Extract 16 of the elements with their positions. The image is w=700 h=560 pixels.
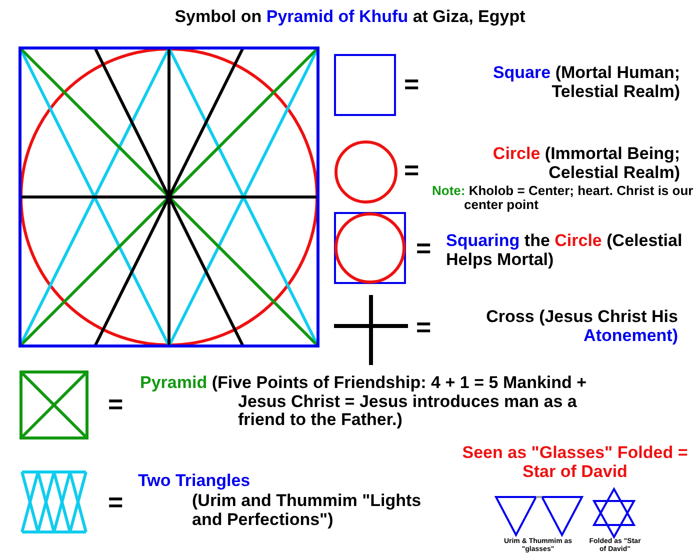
symbol-meaning: Squaring the Circle (Celestial Helps Mortal) [446,232,684,270]
symbol-meaning: (Urim and Thummim "Lights and Perfections") [192,492,422,530]
symbol-meaning: Square (Mortal Human; Telestial Realm) [492,64,680,102]
symbol-meaning: Pyramid (Five Points of Friendship: 4 + 1 = 5 Mankind + Jesus Christ = Jesus introduces man as a friend to the Father.) [140,374,588,430]
equals-sign: = [404,156,420,185]
equals-sign: = [108,488,124,517]
symbol-meaning: Circle (Immortal Being; Celestial Realm) [492,145,680,182]
diagram-title: Symbol on Pyramid of Khufu at Giza, Egypt [174,8,526,27]
symbol-meaning: Two Triangles [138,472,252,491]
symbol-meaning: Cross (Jesus Christ His Atonement) [485,308,678,346]
note-text: Note: Kholob = Center; heart. Christ is our center point [432,184,694,213]
equals-sign: = [108,390,124,419]
equals-sign: = [404,70,420,99]
equals-sign: = [416,234,432,263]
symbol-note: Seen as "Glasses" Folded = Star of David [461,444,689,482]
equals-sign: = [416,313,432,342]
